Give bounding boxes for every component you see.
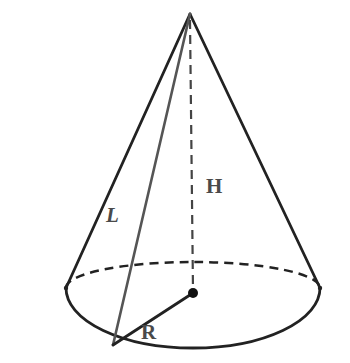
base-front-edge: [66, 288, 320, 348]
radius-label: R: [141, 322, 156, 343]
height-label: H: [206, 176, 222, 197]
slant-height-label: L: [106, 205, 119, 226]
height-line: [190, 20, 193, 290]
radius-line: [113, 293, 193, 345]
base-end-dot: [64, 286, 68, 290]
cone-side: [190, 14, 320, 288]
slant-height-line: [113, 14, 190, 345]
base-end-dot: [318, 286, 322, 290]
center-dot: [188, 288, 198, 298]
cone-side: [66, 14, 190, 288]
